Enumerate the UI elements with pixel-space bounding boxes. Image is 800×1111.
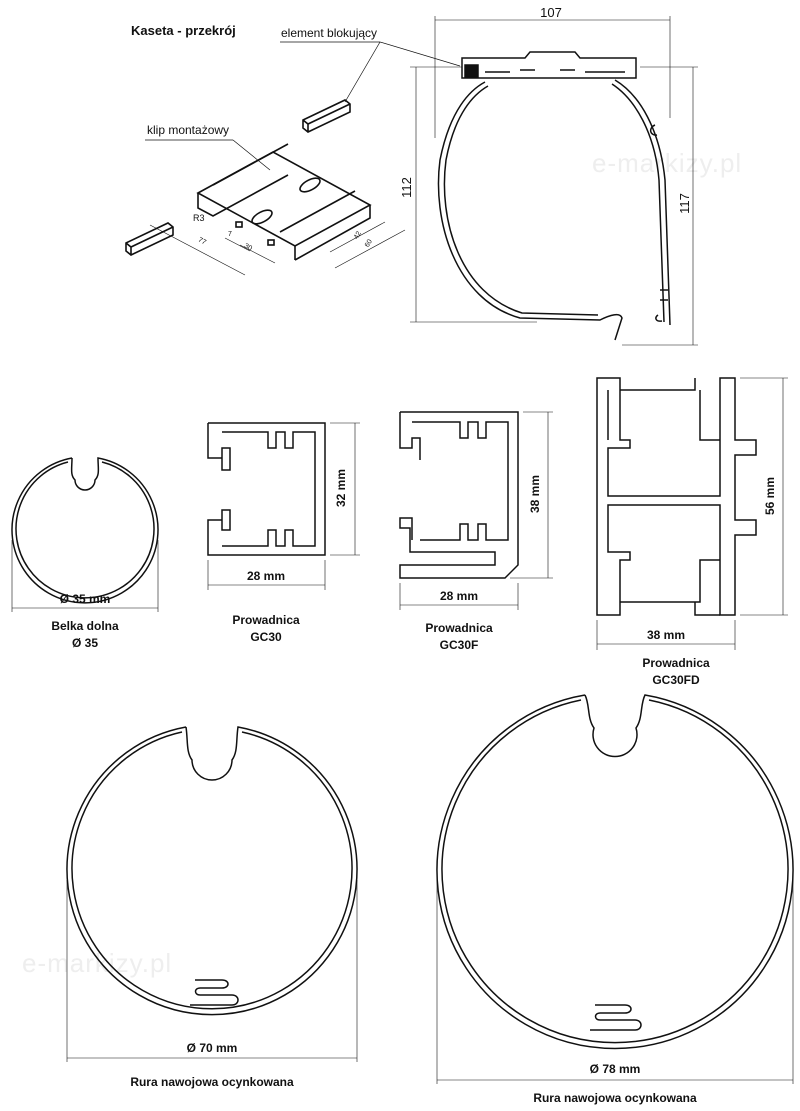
tube-70-profile [66, 726, 358, 1016]
clip-dim-2: 7 [228, 231, 232, 238]
gc30-width: 28 mm [246, 569, 286, 583]
cassette-width: 107 [540, 5, 562, 20]
cassette-height-left: 112 [398, 177, 414, 198]
cassette-title: Kaseta - przekrój [131, 23, 236, 38]
bottom-bar-dim: Ø 35 mm [59, 592, 111, 606]
gc30-name: Prowadnica [232, 613, 300, 627]
cassette-dimension-lines [410, 16, 698, 346]
gc30fd-profile [596, 377, 757, 616]
bottom-bar-profile [11, 457, 159, 604]
tube-70-dimension [66, 880, 358, 1062]
gc30fd-name: Prowadnica [642, 656, 710, 670]
gc30f-sub: GC30F [439, 638, 479, 652]
locking-element-left [125, 222, 174, 256]
bottom-bar-sub: Ø 35 [71, 636, 99, 650]
tube-78-dimension [436, 880, 794, 1084]
gc30-profile [207, 422, 326, 556]
cassette-profile [437, 51, 671, 341]
gc30fd-dimensions [596, 377, 788, 650]
gc30-height: 32 mm [334, 468, 349, 508]
locking-element-top [302, 99, 351, 133]
gc30f-width: 28 mm [439, 589, 479, 603]
clip-radius-label: R3 [193, 213, 205, 223]
gc30fd-sub: GC30FD [652, 673, 700, 687]
clip-dimension-lines [149, 221, 406, 276]
tube-78-profile [436, 694, 794, 1050]
tube-78-dim: Ø 78 mm [589, 1062, 641, 1076]
cassette-height-right: 117 [676, 193, 692, 214]
tube-78-name: Rura nawojowa ocynkowana [533, 1091, 697, 1105]
mounting-clip-label: klip montażowy [147, 123, 230, 137]
gc30f-dimensions [399, 411, 553, 610]
gc30f-height: 38 mm [528, 474, 543, 514]
mounting-clip [196, 143, 372, 261]
locking-element-label: element blokujący [281, 26, 378, 40]
tube-70-name: Rura nawojowa ocynkowana [130, 1075, 294, 1089]
bottom-bar-name: Belka dolna [51, 619, 119, 633]
leader-lines [145, 41, 461, 171]
gc30-sub: GC30 [250, 630, 282, 644]
bottom-bar-dimension [11, 540, 159, 612]
gc30fd-height: 56 mm [763, 476, 778, 516]
gc30f-profile [399, 411, 519, 579]
gc30-dimensions [207, 422, 360, 590]
tube-70-dim: Ø 70 mm [186, 1041, 238, 1055]
gc30fd-width: 38 mm [646, 628, 686, 642]
watermark-bottom: e-markizy.pl [22, 948, 173, 978]
watermark-top: e-markizy.pl [592, 148, 743, 178]
gc30f-name: Prowadnica [425, 621, 493, 635]
